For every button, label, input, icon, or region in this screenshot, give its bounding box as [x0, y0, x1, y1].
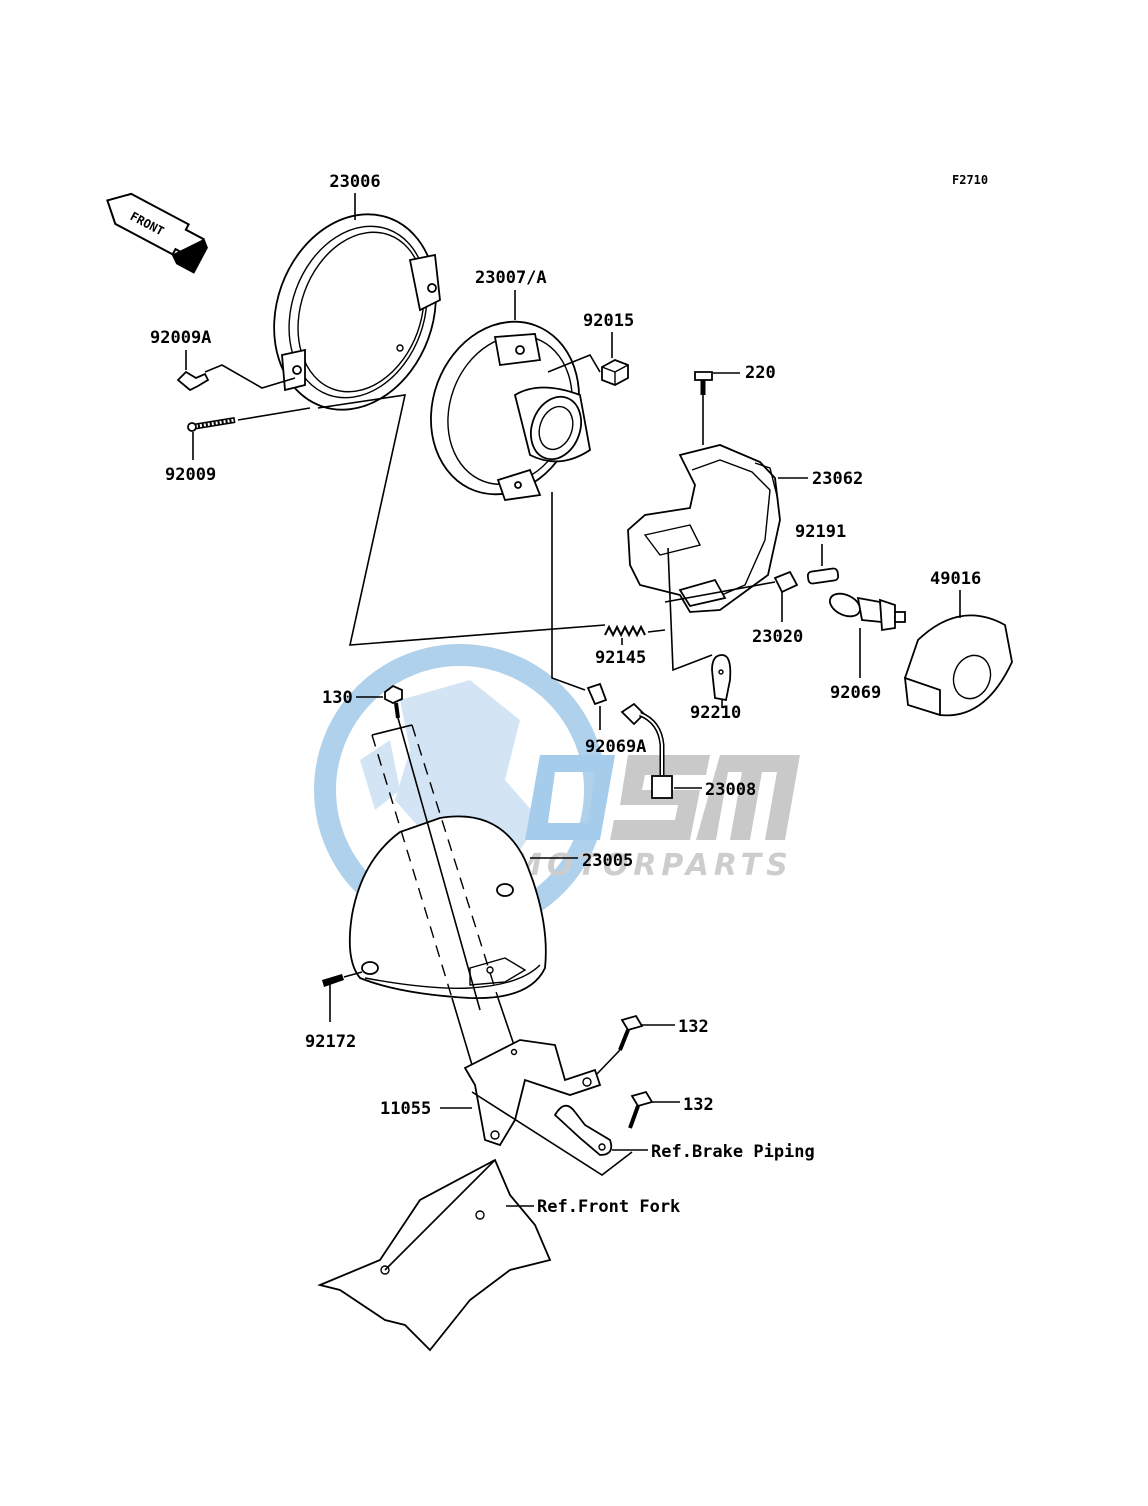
part-23007a-headlight-unit [430, 320, 591, 501]
label-92210: 92210 [690, 703, 741, 723]
leader-92145-b [647, 629, 666, 633]
ref-brake-piping-clamp [553, 1104, 613, 1156]
assembly-line-unit [551, 492, 586, 691]
part-11055-bracket [463, 1039, 602, 1147]
leader-11055-b [471, 1091, 633, 1176]
label-92009: 92009 [165, 465, 216, 485]
watermark-continents-west [360, 740, 400, 810]
assembly-line-fork [384, 1159, 496, 1271]
part-92145-spring [604, 624, 646, 638]
assembly-line-bracket [667, 547, 713, 672]
part-23062-bracket [627, 444, 781, 613]
watermark-tagline: MOTORPARTS [512, 848, 793, 883]
label-23008: 23008 [705, 780, 756, 800]
part-220-screw [694, 371, 713, 395]
label-92145: 92145 [595, 648, 646, 668]
label-11055: 11055 [380, 1099, 431, 1119]
front-direction-arrow: FRONT [106, 192, 208, 274]
assembly-line-rim [317, 394, 606, 646]
leader-132-upper-b [595, 1049, 621, 1076]
part-49016-boot-cover [903, 614, 1013, 717]
ref-front-fork [317, 1158, 552, 1352]
label-23005: 23005 [582, 851, 633, 871]
figure-code: F2710 [952, 173, 988, 187]
label-92015: 92015 [583, 311, 634, 331]
label-92069a: 92069A [585, 737, 646, 757]
label-92069: 92069 [830, 683, 881, 703]
part-92069a-bulb [586, 682, 608, 706]
label-23020: 23020 [752, 627, 803, 647]
leader-92015-b [547, 353, 601, 373]
label-23062: 23062 [812, 469, 863, 489]
assembly-line-130-cap [371, 724, 413, 736]
label-23007a: 23007/A [475, 268, 547, 288]
part-132-bolt-lower [628, 1090, 654, 1129]
leader-92009-b [237, 407, 311, 421]
part-92191-pin [806, 567, 840, 585]
assembly-line-130 [397, 717, 481, 1011]
label-132-upper: 132 [678, 1017, 709, 1037]
label-132-lower: 132 [683, 1095, 714, 1115]
part-92172-screw [322, 974, 344, 1022]
stem-line-right [497, 997, 516, 1049]
label-220: 220 [745, 363, 776, 383]
label-130: 130 [322, 688, 353, 708]
leader-23020-b [664, 581, 776, 603]
part-92009a-screw [176, 370, 210, 392]
label-92191: 92191 [795, 522, 846, 542]
part-132-bolt-upper [618, 1014, 644, 1051]
stem-line-left [451, 997, 476, 1076]
part-23005-housing [348, 815, 547, 999]
label-92172: 92172 [305, 1032, 356, 1052]
part-92069-bulb [828, 592, 906, 632]
leader-92009a-b [204, 364, 296, 389]
part-92015-nut [601, 359, 629, 386]
part-23020-clip [773, 570, 799, 594]
part-23006-headlight-rim [273, 213, 441, 411]
hidden-line-1 [371, 734, 453, 999]
part-23008-harness [620, 702, 673, 799]
part-130-bolt [384, 684, 403, 719]
part-92009-screw [187, 417, 236, 432]
leader-92172 [343, 971, 363, 978]
hidden-line-2 [411, 724, 499, 999]
label-ref-brake-piping: Ref.Brake Piping [651, 1142, 815, 1162]
part-92210-washer [711, 654, 732, 702]
label-ref-front-fork: Ref.Front Fork [537, 1197, 680, 1217]
label-23006: 23006 [329, 172, 380, 192]
label-92009a: 92009A [150, 328, 211, 348]
label-49016: 49016 [930, 569, 981, 589]
